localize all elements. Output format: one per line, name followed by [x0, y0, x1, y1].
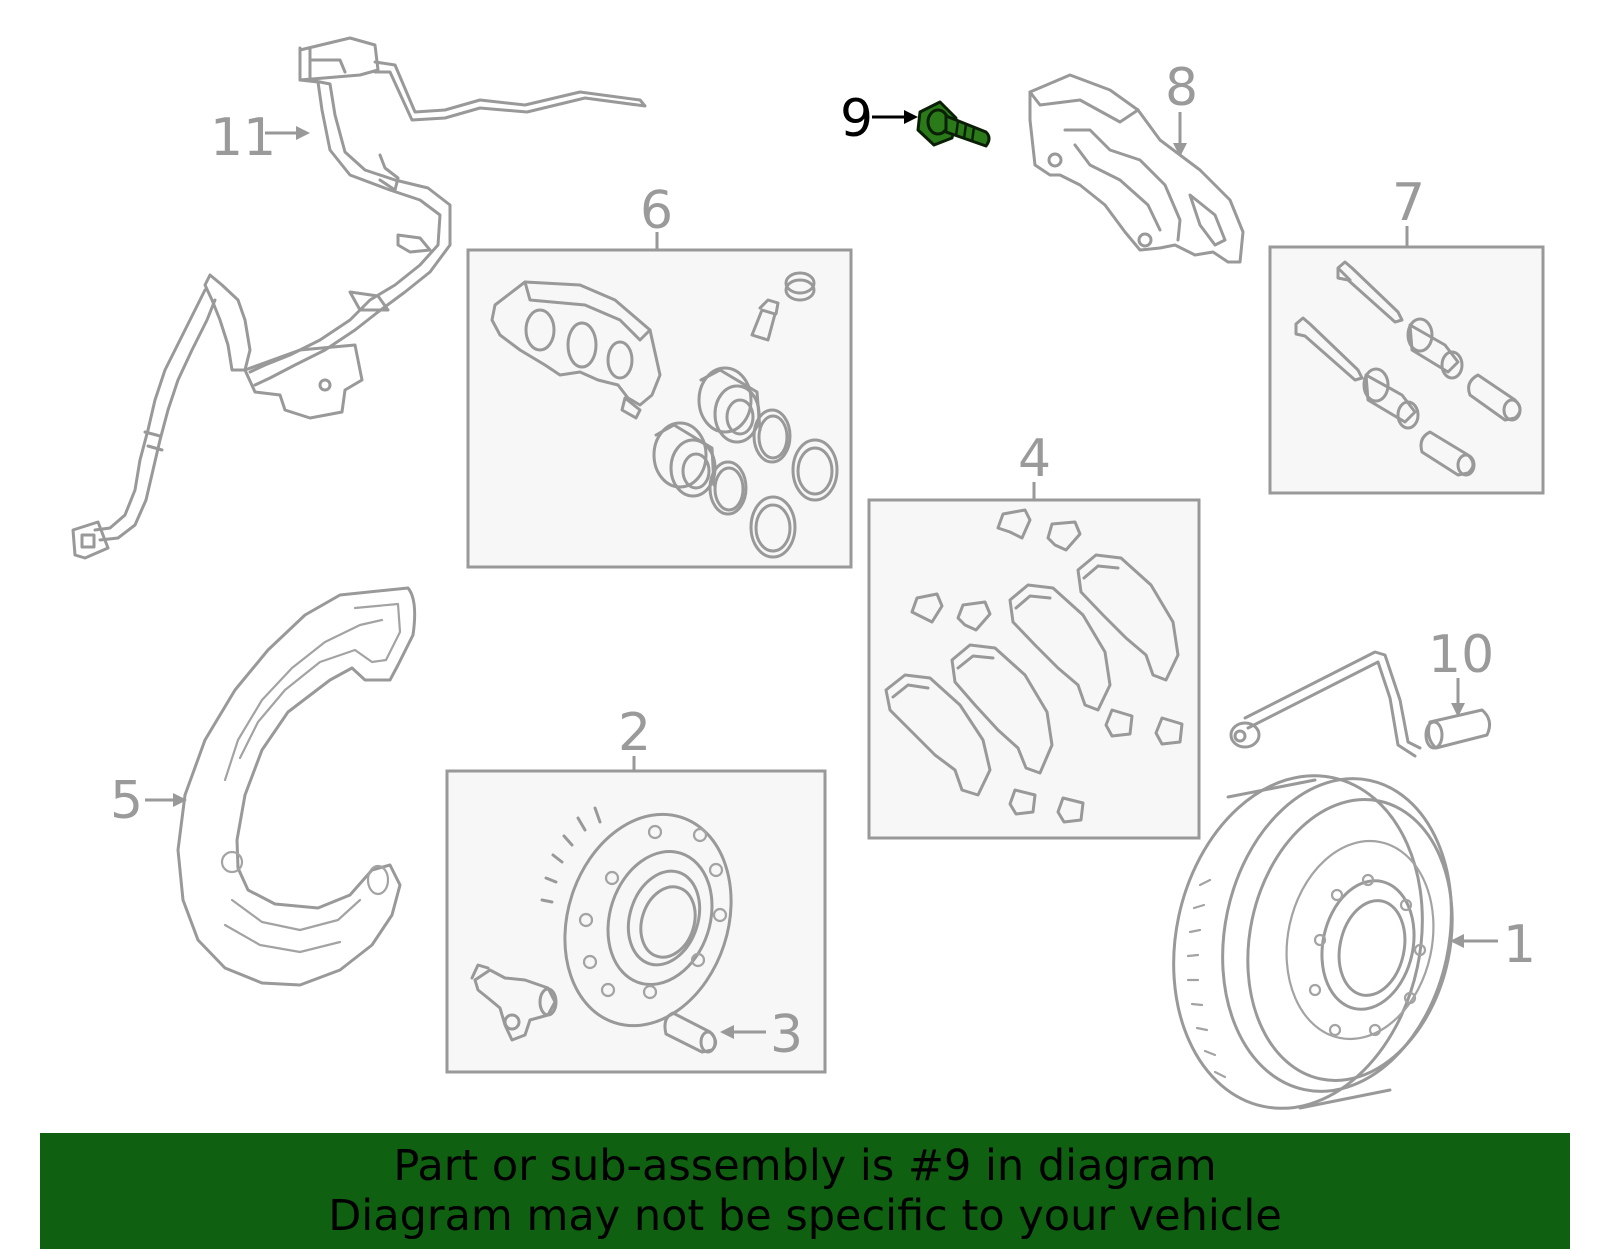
callout-10[interactable]: 10 — [1428, 625, 1494, 685]
callout-7[interactable]: 7 — [1392, 173, 1425, 233]
box-4 — [867, 498, 1201, 840]
part-9-bolt[interactable] — [916, 100, 991, 148]
part-3-wheel-stud[interactable] — [663, 1011, 717, 1054]
part-8-caliper-bracket[interactable] — [1028, 73, 1245, 264]
callout-11[interactable]: 11 — [210, 108, 276, 168]
callouts: 11 9 8 6 7 4 10 2 5 1 3 — [110, 58, 1536, 1065]
info-banner: Part or sub-assembly is #9 in diagram Di… — [40, 1133, 1570, 1249]
callout-8[interactable]: 8 — [1165, 58, 1198, 118]
part-11-abs-harness[interactable] — [71, 36, 647, 560]
box-7 — [1268, 245, 1545, 495]
part-4-pad-set[interactable] — [884, 508, 1184, 824]
callout-5[interactable]: 5 — [110, 771, 143, 831]
callout-1[interactable]: 1 — [1503, 915, 1536, 975]
callout-9[interactable]: 9 — [840, 89, 873, 149]
banner-line-part: Part or sub-assembly is #9 in diagram — [393, 1141, 1217, 1191]
callout-2[interactable]: 2 — [618, 703, 651, 763]
part-6-caliper-kit[interactable] — [490, 271, 839, 559]
part-5-dust-shield[interactable] — [176, 586, 417, 987]
part-1-rotor[interactable] — [1144, 752, 1480, 1131]
banner-line-disclaimer: Diagram may not be specific to your vehi… — [328, 1191, 1282, 1241]
callout-4[interactable]: 4 — [1018, 429, 1051, 489]
part-10-wear-sensor[interactable] — [1229, 650, 1492, 758]
part-7-guide-pin-kit[interactable] — [1294, 260, 1522, 477]
callout-6[interactable]: 6 — [640, 181, 673, 241]
part-2-hub[interactable] — [470, 793, 757, 1048]
callout-3[interactable]: 3 — [770, 1005, 803, 1065]
